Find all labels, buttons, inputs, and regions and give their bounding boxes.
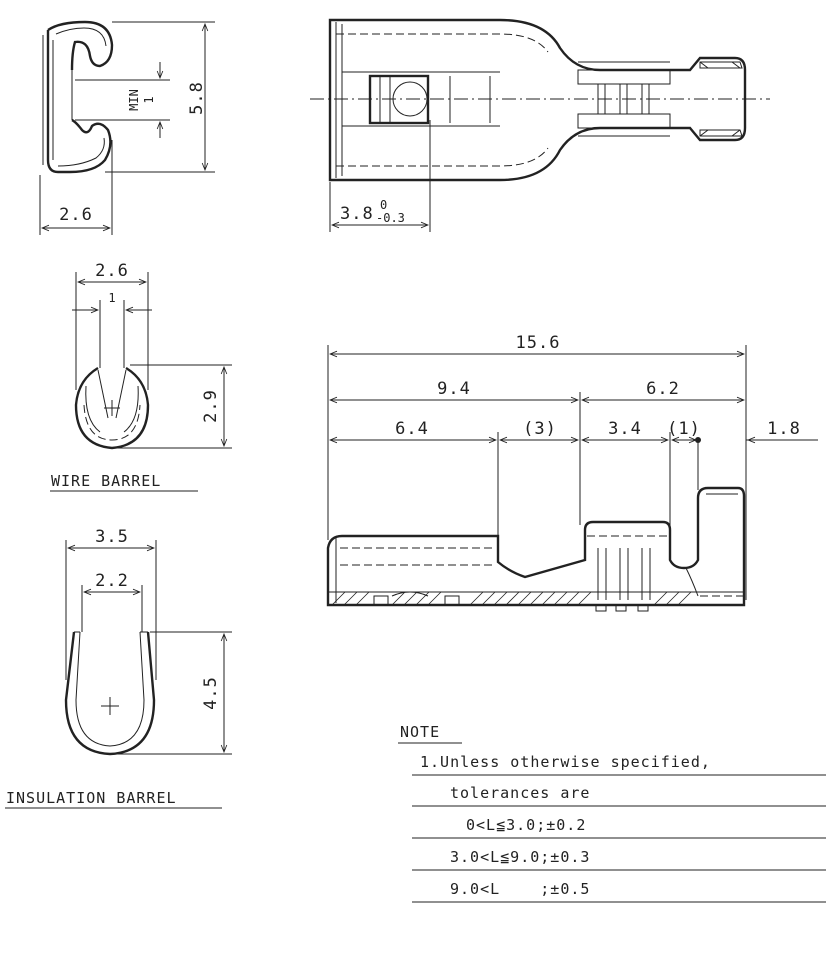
insulation-barrel-label: INSULATION BARREL	[6, 789, 177, 807]
dim-seg-d: (1)	[667, 419, 701, 439]
dim-ins-height: 4.5	[201, 676, 221, 710]
hatched-strip	[331, 591, 692, 606]
note-line-3: 0<L≦3.0;±0.2	[466, 816, 586, 834]
dim-top-width: 2.6	[59, 205, 93, 225]
side-view-dims: 15.6 9.4 6.2 6.4 (3) 3.4 (1) 1.8	[327, 333, 818, 600]
dim-ins-width: 3.5	[95, 527, 129, 547]
note-block: NOTE 1.Unless otherwise specified, toler…	[398, 723, 826, 903]
wire-barrel-label: WIRE BARREL	[51, 472, 161, 490]
note-line-4: 3.0<L≦9.0;±0.3	[450, 848, 590, 866]
wire-barrel-dims: 2.6 1 2.9	[72, 261, 232, 449]
dim-seg-c: 3.4	[608, 419, 642, 439]
dim-top-length: 3.8	[340, 204, 374, 224]
dim-ins-gap: 2.2	[95, 571, 129, 591]
dim-seg-e: 1.8	[767, 419, 801, 439]
end-view-dims: 5.8 MIN 1 2.6	[39, 21, 215, 235]
side-view	[326, 486, 746, 612]
dim-wire-height: 2.9	[201, 389, 221, 423]
dim-top-tol-lower: -0.3	[376, 211, 405, 225]
note-line-5: 9.0<L ;±0.5	[450, 880, 590, 898]
top-view	[310, 18, 770, 182]
dim-seg-a: 6.4	[395, 419, 429, 439]
insulation-barrel-dims: 3.5 2.2 4.5	[65, 527, 232, 755]
dim-top-height: 5.8	[187, 81, 207, 115]
dim-seg-b: (3)	[523, 419, 557, 439]
end-view	[42, 20, 114, 174]
note-heading: NOTE	[400, 723, 440, 741]
dim-left-part: 9.4	[437, 379, 471, 399]
dim-wire-width: 2.6	[95, 261, 129, 281]
min-gap-label: MIN	[127, 89, 141, 111]
dim-right-part: 6.2	[646, 379, 680, 399]
dim-top-tol-upper: 0	[380, 198, 387, 212]
note-line-1: 1.Unless otherwise specified,	[420, 753, 711, 771]
insulation-barrel-section	[64, 631, 156, 756]
dim-wire-gap: 1	[108, 291, 115, 305]
wire-barrel-section	[74, 366, 150, 450]
note-line-2: tolerances are	[450, 784, 590, 802]
min-gap-value: 1	[142, 96, 156, 103]
dim-total-length: 15.6	[516, 333, 561, 353]
top-view-dims: 3.8 0 -0.3	[329, 120, 431, 232]
